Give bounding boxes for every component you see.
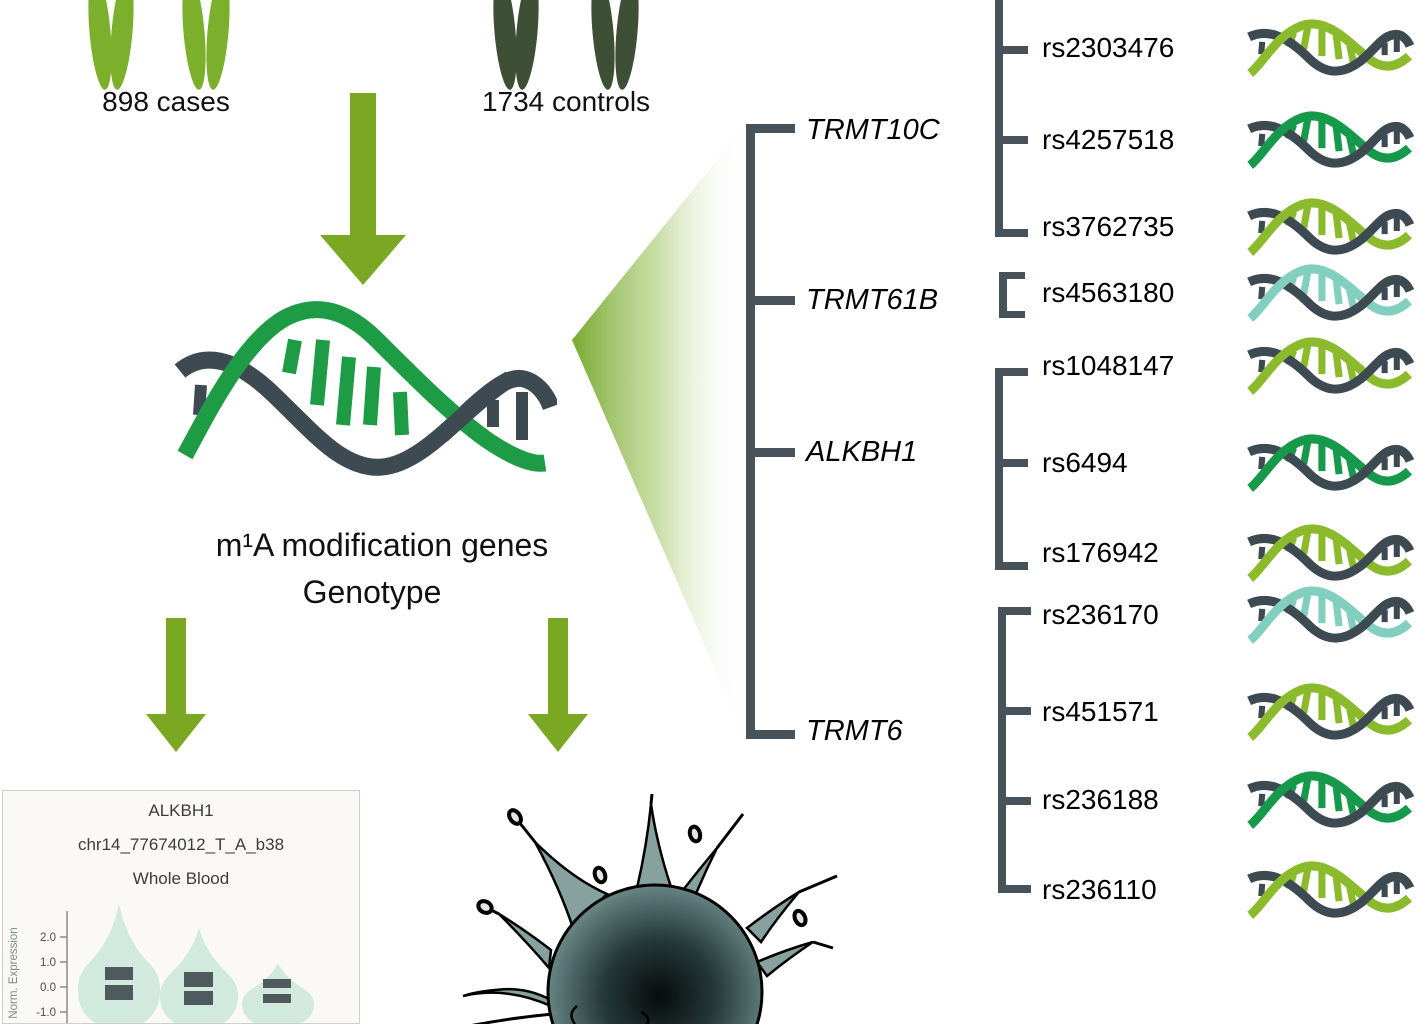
cases-count-label: 898 cases xyxy=(102,86,230,117)
violin-subtitle: chr14_77674012_T_A_b38 xyxy=(77,835,285,854)
controls-count-label: 1734 controls xyxy=(481,86,651,117)
caption-line1: m¹A modification genes xyxy=(215,527,549,563)
ytick-label: 1.0 xyxy=(40,957,56,969)
snp-helix-icon xyxy=(1242,194,1414,260)
dna-helix-icon xyxy=(174,301,557,476)
violin-plot-panel: ALKBH1 chr14_77674012_T_A_b38 Whole Bloo… xyxy=(2,790,360,1024)
gene-label-trmt61b: TRMT61B xyxy=(806,284,939,316)
gene-label-alkbh1: ALKBH1 xyxy=(806,436,918,468)
snp-label: rs1048147 xyxy=(1042,350,1175,381)
snp-helix-icon xyxy=(1242,520,1414,586)
ytick-label: -1.0 xyxy=(36,1007,56,1019)
snp-helix-icon xyxy=(1242,15,1414,81)
snp-helix-icon xyxy=(1242,679,1414,745)
caption-line2: Genotype xyxy=(302,574,442,610)
snp-label: rs236110 xyxy=(1042,874,1157,905)
gene-label-trmt10c: TRMT10C xyxy=(806,114,940,146)
violin-title: ALKBH1 xyxy=(148,801,214,820)
cancer-cell-icon xyxy=(462,793,838,1024)
violin-chart: 2.0 1.0 0.0 -1.0 Norm. Expression xyxy=(8,904,315,1023)
ytick-label: 0.0 xyxy=(40,982,56,994)
cases-teeth-icon xyxy=(88,0,230,90)
snp-label: rs451571 xyxy=(1042,696,1159,727)
snp-label: rs4563180 xyxy=(1042,277,1175,308)
funnel-gradient xyxy=(572,124,746,740)
snp-helix-icon xyxy=(1242,107,1414,173)
arrow-down-icon xyxy=(320,93,406,285)
snp-helix-icon xyxy=(1242,767,1414,833)
arrow-down-icon xyxy=(146,618,206,752)
snp-label: rs6494 xyxy=(1042,447,1128,478)
arrow-down-icon xyxy=(528,618,588,752)
snp-helix-icon xyxy=(1242,857,1414,923)
violin-tissue: Whole Blood xyxy=(132,869,230,888)
snp-label: rs4257518 xyxy=(1042,124,1175,155)
controls-teeth-icon xyxy=(493,0,639,90)
gene-label-trmt6: TRMT6 xyxy=(806,715,903,747)
snp-label: rs236188 xyxy=(1042,784,1159,815)
snp-helix-icon xyxy=(1242,333,1414,399)
ytick-label: 2.0 xyxy=(40,932,56,944)
snp-helix-icon xyxy=(1242,582,1414,648)
snp-helix-icon xyxy=(1242,260,1414,326)
y-axis-label: Norm. Expression xyxy=(8,927,20,1018)
snp-label: rs236170 xyxy=(1042,599,1159,630)
snp-helix-icon xyxy=(1242,430,1414,496)
snp-label: rs176942 xyxy=(1042,537,1159,568)
snp-label: rs2303476 xyxy=(1042,32,1175,63)
snp-label: rs3762735 xyxy=(1042,211,1175,242)
